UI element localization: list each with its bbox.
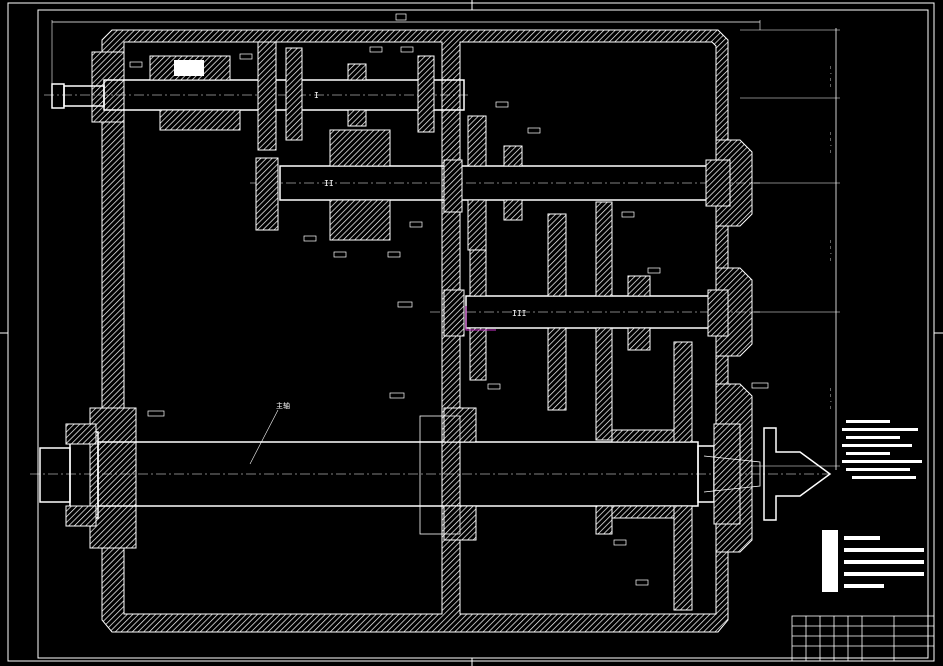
shaft-iii-assembly: III [430,201,760,441]
dimension-texts: — · — — — — · — — — · — — — · — [827,66,833,410]
shaft-label-i: I [314,91,319,100]
shaft-label-ii: II [324,179,334,188]
dimension-lines: — · — — — — · — — — · — — — · — [51,13,840,470]
notes-block [822,420,924,592]
shaft-i-assembly: I [44,41,470,151]
main-spindle-assembly: 主轴 [30,341,832,611]
main-spindle-label: 主轴 [276,401,290,410]
shaft-ii-assembly: II [250,115,760,251]
svg-text:— · — —: — · — — [827,66,833,88]
svg-text:— — · —: — — · — [827,132,833,154]
callout-boxes [129,46,769,586]
svg-text:— — · —: — — · — [827,388,833,410]
title-block [791,615,935,662]
svg-text:— — · —: — — · — [827,240,833,262]
magenta-marker [465,306,496,331]
shaft-label-iii: III [512,309,527,318]
